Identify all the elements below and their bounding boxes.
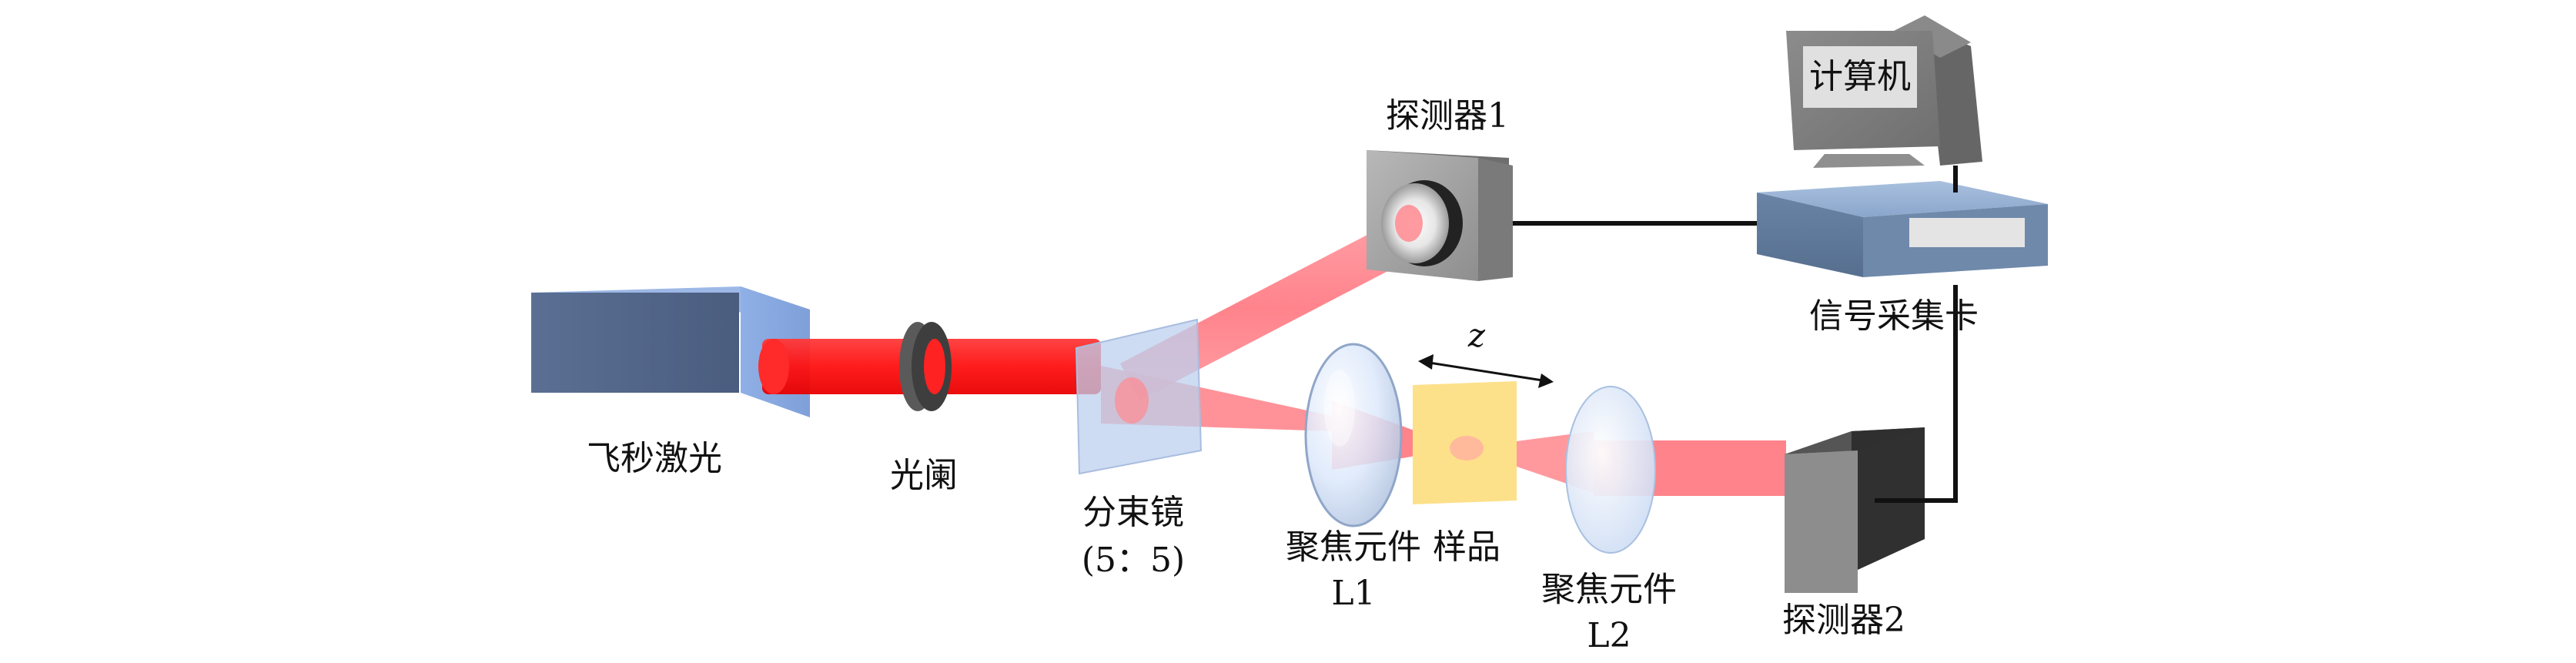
lens-L2 xyxy=(1565,386,1656,554)
detector2-label: 探测器2 xyxy=(1782,601,1905,640)
beam-splitter-spot xyxy=(1115,377,1149,424)
detector1-beam-spot xyxy=(1395,205,1423,242)
signal-cables xyxy=(1513,166,1958,503)
lens2-label: 聚焦元件 xyxy=(1541,570,1677,609)
detector1-label: 探测器1 xyxy=(1386,96,1509,136)
z-axis-label: z xyxy=(1467,316,1486,354)
detector1-side xyxy=(1478,158,1513,281)
daq-slot xyxy=(1909,218,2025,247)
lens1-label: 聚焦元件 xyxy=(1286,527,1421,567)
detector2-body-front xyxy=(1785,450,1858,593)
computer-stand xyxy=(1813,154,1925,168)
z-axis-arrow: z xyxy=(1418,316,1554,388)
lens-L1 xyxy=(1304,343,1403,527)
aperture-hole xyxy=(924,339,945,394)
lens-L1-highlight xyxy=(1324,370,1355,447)
beam-splitter-ratio: (5：5) xyxy=(1082,541,1185,580)
daq-front xyxy=(1757,193,1863,277)
computer-screen xyxy=(1803,46,1917,108)
beam-splitter-label: 分束镜 xyxy=(1082,493,1184,532)
beam-splitter xyxy=(1075,318,1203,475)
detector-1 xyxy=(1367,150,1513,281)
lens1-id: L1 xyxy=(1331,574,1375,613)
computer-tower-side xyxy=(1925,27,1982,166)
daq-label: 信号采集卡 xyxy=(1809,296,1979,336)
sample-label: 样品 xyxy=(1433,527,1500,567)
aperture xyxy=(899,322,952,411)
lens-L2-body xyxy=(1565,386,1656,554)
lens-L1-body xyxy=(1304,343,1403,527)
lens2-id: L2 xyxy=(1587,616,1631,655)
daq-top xyxy=(1757,181,2048,217)
computer: 计算机 xyxy=(1786,15,1982,168)
computer-label: 计算机 xyxy=(1809,57,1911,96)
cable-detector2-to-daq xyxy=(1875,285,1958,503)
sample xyxy=(1413,381,1517,504)
beam-exit-glow xyxy=(758,339,789,394)
aperture-label: 光阑 xyxy=(890,456,958,495)
laser-label: 飞秒激光 xyxy=(587,439,722,478)
detector-2 xyxy=(1785,427,1925,593)
sample-focus-spot xyxy=(1450,436,1484,460)
laser-front xyxy=(531,293,739,393)
signal-acquisition-card xyxy=(1757,181,2048,277)
